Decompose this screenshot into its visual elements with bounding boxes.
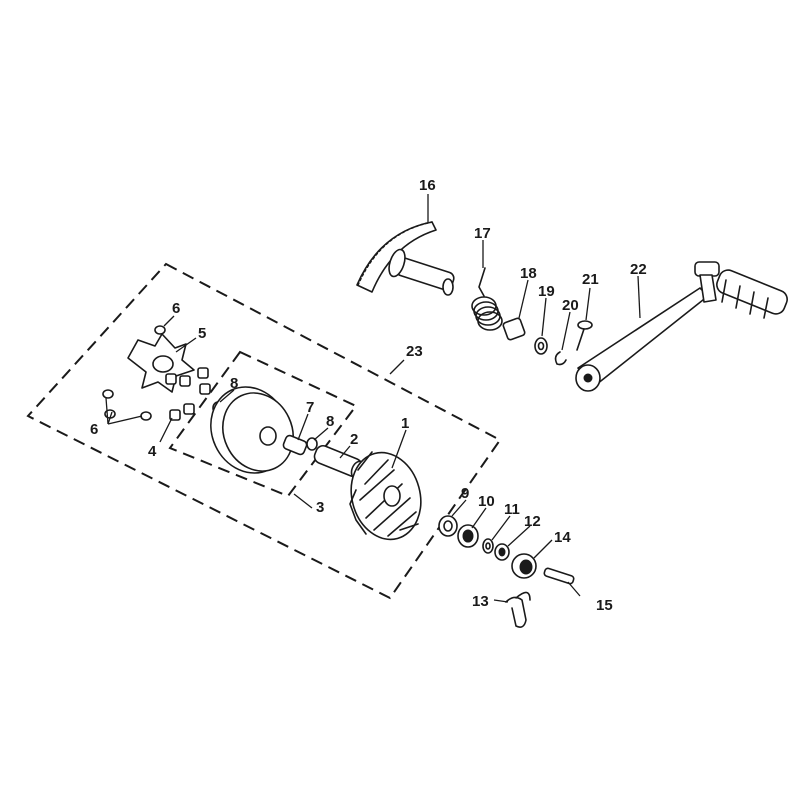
callout-23: 23	[406, 343, 423, 360]
belleville-washer-part	[457, 524, 479, 548]
callout-16: 16	[419, 177, 436, 194]
bushing-part	[502, 317, 526, 341]
kick-spring-part	[471, 267, 503, 331]
spring-clip-part	[505, 591, 531, 628]
kick-lever-part	[575, 261, 788, 392]
fan-pulley-part	[349, 451, 422, 541]
callout-7: 7	[306, 399, 314, 416]
callout-1: 1	[401, 415, 409, 432]
callout-10: 10	[478, 493, 495, 510]
bolt-21-part	[576, 320, 593, 351]
callout-20: 20	[562, 297, 579, 314]
callout-15: 15	[596, 597, 613, 614]
callout-22: 22	[630, 261, 647, 278]
roller-weight-part	[165, 367, 211, 421]
callout-5: 5	[198, 325, 206, 342]
ratchet-nut-part	[511, 553, 537, 579]
callout-4: 4	[148, 443, 157, 460]
washer-11-part	[482, 538, 494, 554]
callout-9: 9	[461, 485, 469, 502]
callout-3: 3	[316, 499, 324, 516]
washer-19-part	[534, 337, 548, 355]
callout-6-bottom: 6	[90, 421, 98, 438]
callout-14: 14	[554, 529, 571, 546]
callout-21: 21	[582, 271, 599, 288]
callout-11: 11	[504, 501, 520, 518]
movable-pulley-part	[210, 386, 294, 474]
leader-lines	[105, 194, 641, 603]
callout-8-right: 8	[326, 413, 334, 430]
bearing-washer-part	[438, 515, 458, 537]
callout-17: 17	[474, 225, 491, 242]
callout-8-left: 8	[230, 375, 238, 392]
callout-6-top: 6	[172, 300, 180, 317]
pin-part	[543, 567, 575, 585]
callout-13: 13	[472, 593, 489, 610]
ramp-plate-part	[127, 333, 195, 393]
clip-20-part	[554, 351, 567, 366]
kick-gear-sector-part	[356, 221, 455, 296]
callout-19: 19	[538, 283, 555, 300]
collar-part	[282, 434, 308, 456]
assembly-23-outline	[26, 262, 502, 600]
assembly-3-outline	[168, 350, 358, 498]
callout-12: 12	[524, 513, 541, 530]
nut-12-part	[494, 543, 510, 561]
callout-18: 18	[520, 265, 537, 282]
callout-2: 2	[350, 431, 358, 448]
